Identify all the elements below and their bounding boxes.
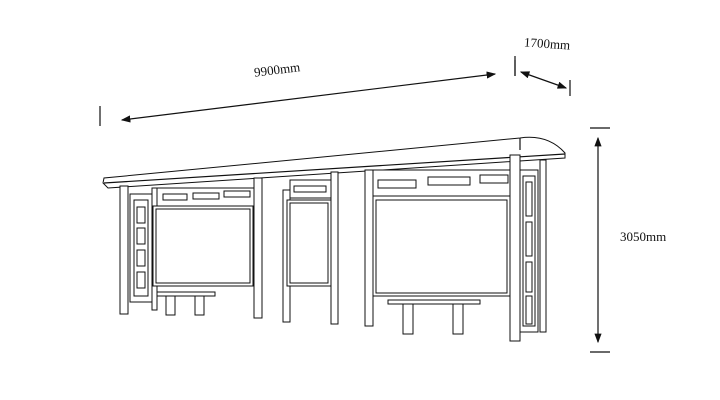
height-dimension-line [590,127,610,353]
height-label: 3050mm [620,229,667,244]
depth-dimension-line [514,60,571,96]
shelter [102,136,566,342]
length-dimension-line [99,56,516,126]
depth-label: 1700mm [523,34,571,53]
